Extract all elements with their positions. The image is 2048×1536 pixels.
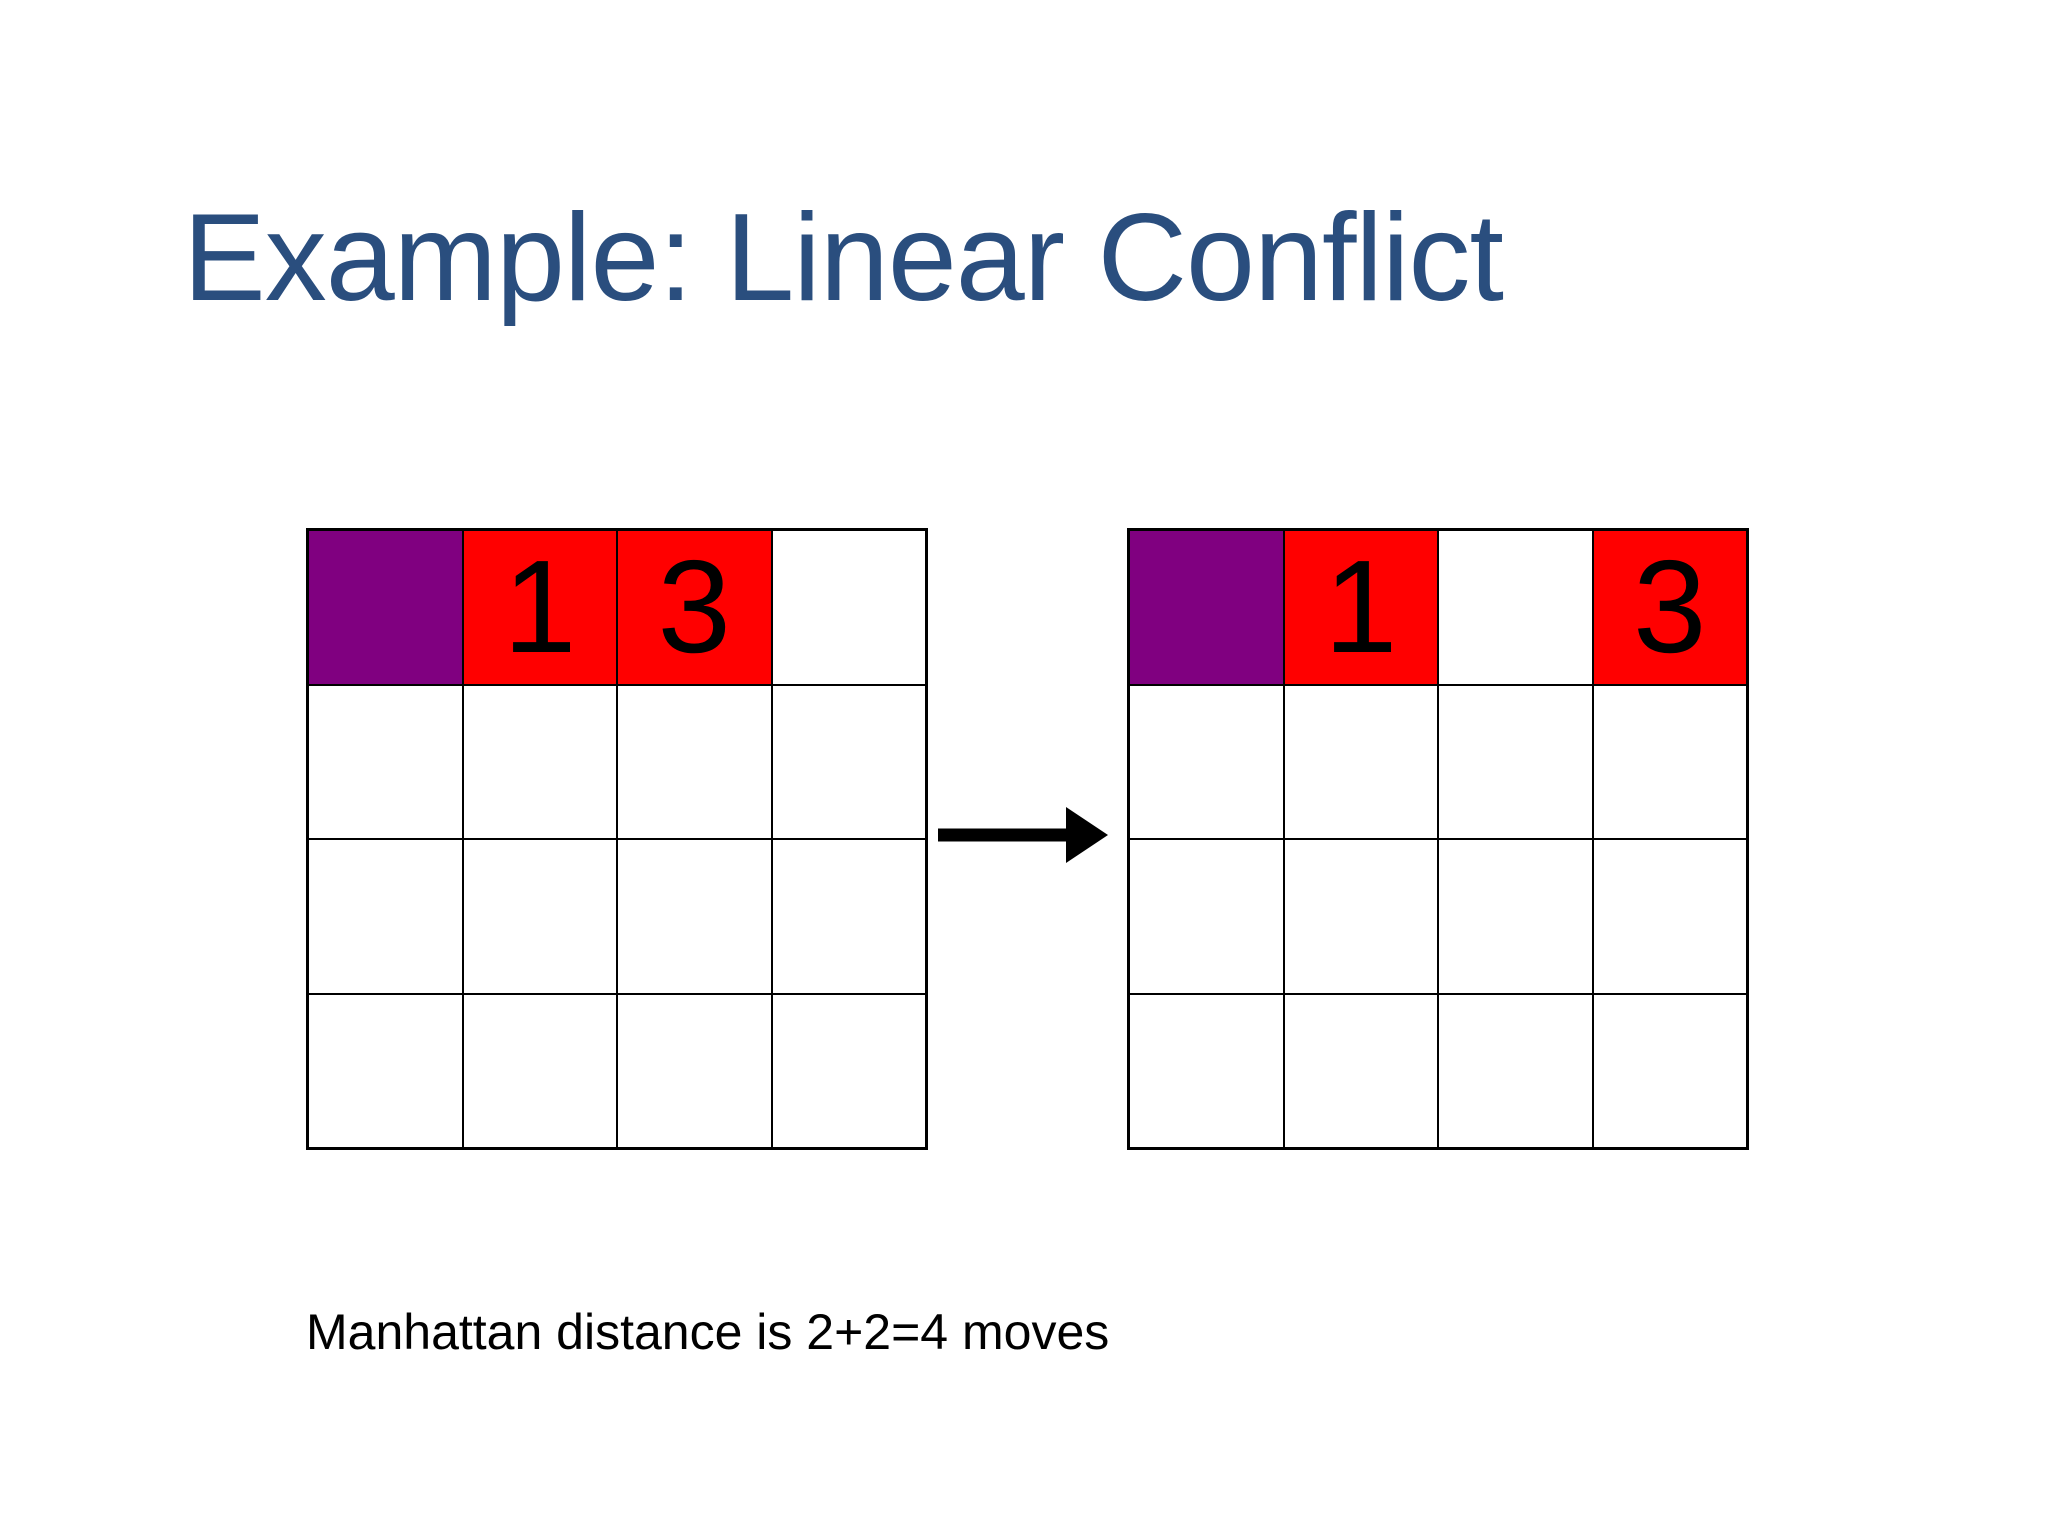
- tile-after-r2-c2: [1439, 840, 1592, 993]
- tile-before-r0-c3: [772, 531, 925, 684]
- tile-after-r3-c0: [1130, 994, 1283, 1147]
- tile-after-r2-c0: [1130, 840, 1283, 993]
- tile-after-r2-c3: [1593, 840, 1746, 993]
- tile-before-r2-c3: [772, 840, 925, 993]
- transition-arrow-icon: [938, 807, 1108, 863]
- tile-after-r1-c0: [1130, 685, 1283, 838]
- tile-before-r3-c0: [309, 994, 462, 1147]
- tile-after-r3-c2: [1439, 994, 1592, 1147]
- tile-before-r1-c2: [618, 685, 771, 838]
- tile-before-r1-c1: [463, 685, 616, 838]
- tile-before-r2-c2: [618, 840, 771, 993]
- tile-before-r3-c3: [772, 994, 925, 1147]
- caption: Manhattan distance is 2+2=4 moves: [306, 1304, 1110, 1360]
- tile-after-r0-c2: [1439, 531, 1592, 684]
- tile-after-r1-c1: [1284, 685, 1437, 838]
- tile-before-r1-c3: [772, 685, 925, 838]
- tile-before-r0-c2: 3: [618, 531, 771, 684]
- tile-after-r0-c3: 3: [1593, 531, 1746, 684]
- tile-before-r0-c1: 1: [463, 531, 616, 684]
- tile-before-r2-c1: [463, 840, 616, 993]
- tile-after-r2-c1: [1284, 840, 1437, 993]
- tile-after-r3-c3: [1593, 994, 1746, 1147]
- tile-before-r3-c1: [463, 994, 616, 1147]
- tile-after-r0-c1: 1: [1284, 531, 1437, 684]
- tile-before-r2-c0: [309, 840, 462, 993]
- tile-after-r1-c2: [1439, 685, 1592, 838]
- puzzle-grid-after: 1 3: [1127, 528, 1749, 1150]
- tile-after-r3-c1: [1284, 994, 1437, 1147]
- tile-before-r3-c2: [618, 994, 771, 1147]
- tile-after-r1-c3: [1593, 685, 1746, 838]
- page-title: Example: Linear Conflict: [183, 189, 1504, 327]
- tile-before-r0-c0: [309, 531, 462, 684]
- tile-after-r0-c0: [1130, 531, 1283, 684]
- tile-before-r1-c0: [309, 685, 462, 838]
- puzzle-grid-before: 1 3: [306, 528, 928, 1150]
